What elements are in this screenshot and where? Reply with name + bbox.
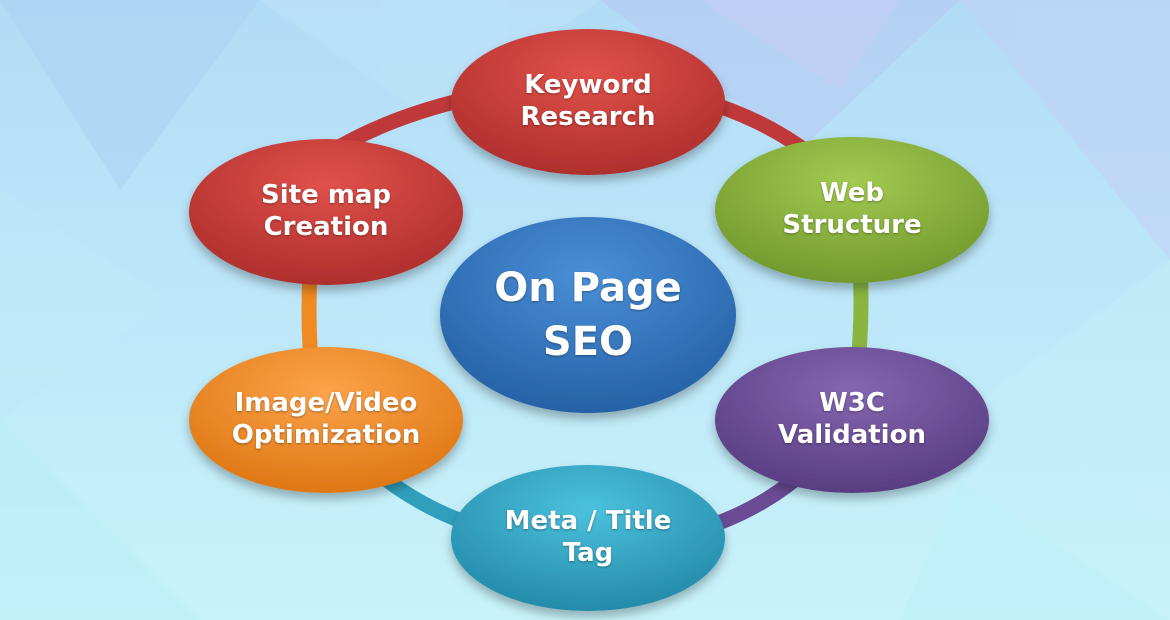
image-video-ellipse	[189, 347, 463, 493]
center-label: On Page SEO	[494, 265, 682, 365]
web-structure-ellipse	[715, 137, 989, 283]
node-meta-title-tag-label: Meta / Title Tag	[504, 506, 672, 568]
node-web-structure: Web Structure	[715, 137, 989, 283]
node-image-video-optimization-label: Image/Video Optimization	[231, 388, 421, 450]
node-w3c-validation: W3C Validation	[715, 347, 989, 493]
node-meta-title-tag: Meta / Title Tag	[451, 465, 725, 611]
node-shapes	[189, 29, 989, 611]
center-ellipse	[440, 217, 736, 413]
node-site-map-creation: Site map Creation	[189, 139, 463, 285]
keyword-research-ellipse	[451, 29, 725, 175]
node-on-page-seo: On Page SEO	[440, 217, 736, 413]
node-web-structure-label: Web Structure	[782, 178, 922, 240]
meta-title-tag-ellipse	[451, 465, 725, 611]
site-map-ellipse	[189, 139, 463, 285]
w3c-validation-ellipse	[715, 347, 989, 493]
node-site-map-creation-label: Site map Creation	[261, 180, 391, 242]
node-keyword-research-label: Keyword Research	[520, 70, 656, 132]
node-image-video-optimization: Image/Video Optimization	[189, 347, 463, 493]
node-keyword-research: Keyword Research	[451, 29, 725, 175]
node-w3c-validation-label: W3C Validation	[778, 388, 926, 450]
